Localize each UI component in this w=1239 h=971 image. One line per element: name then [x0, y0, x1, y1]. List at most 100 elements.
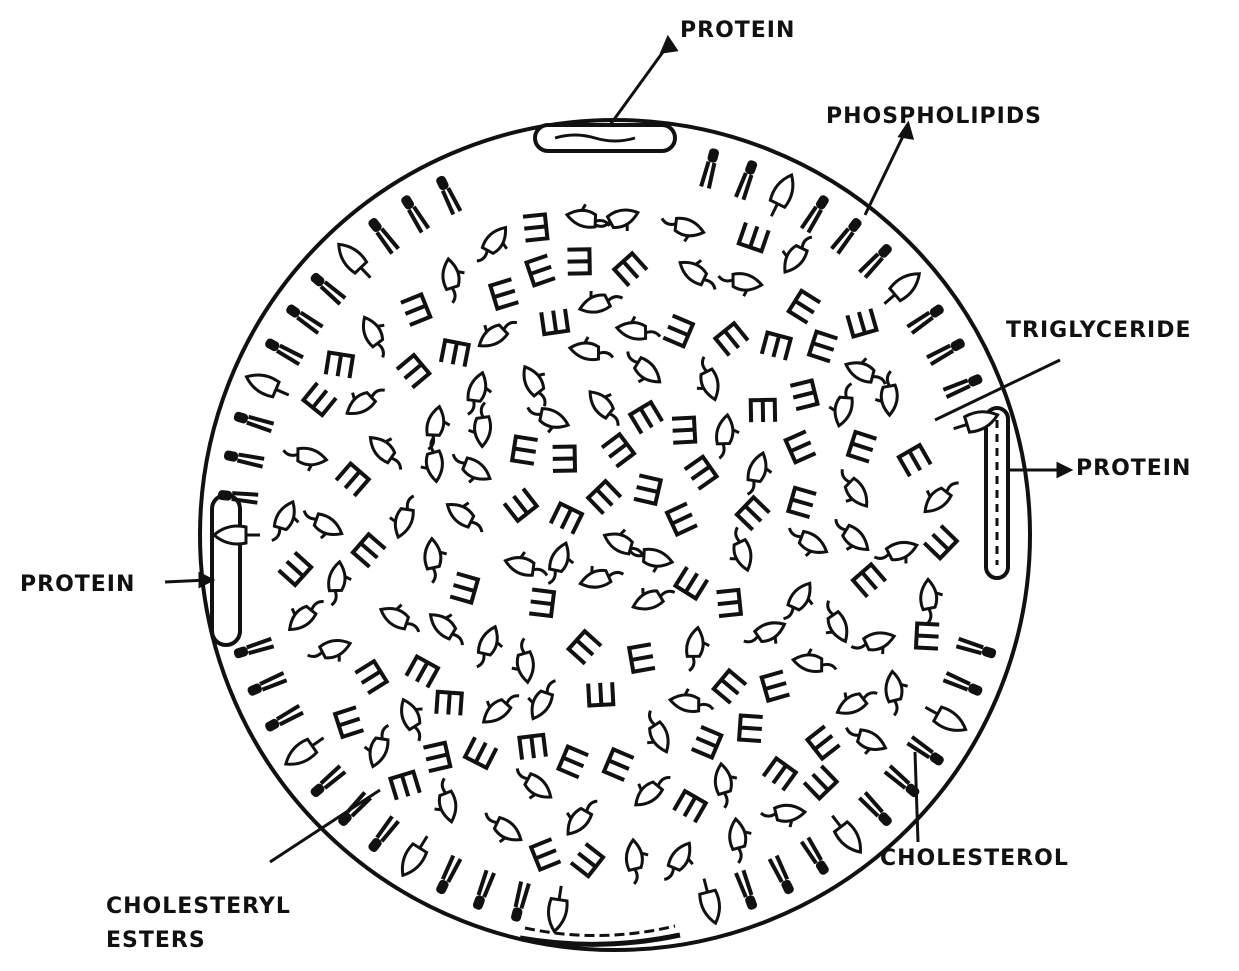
protein-band-top — [535, 125, 675, 151]
triglyceride — [604, 749, 632, 779]
triglyceride — [675, 569, 706, 599]
triglyceride — [399, 355, 430, 386]
lipid-core — [266, 201, 962, 888]
cholesteryl-ester — [281, 444, 328, 473]
phospholipid — [337, 792, 372, 828]
phospholipid — [309, 765, 346, 799]
cholesteryl-ester — [475, 683, 523, 728]
phospholipid — [400, 194, 430, 233]
cholesteryl-ester — [503, 547, 552, 581]
phospholipid — [921, 699, 970, 737]
triglyceride — [739, 224, 768, 251]
triglyceride — [525, 214, 547, 240]
triglyceride — [569, 249, 589, 273]
triglyceride — [926, 527, 957, 558]
phospholipid — [859, 792, 894, 828]
triglyceride — [765, 758, 796, 788]
phospholipid — [700, 147, 720, 188]
cholesteryl-ester — [814, 598, 853, 647]
cholesteryl-ester — [440, 257, 468, 304]
cholesteryl-ester — [443, 493, 492, 537]
cholesteryl-ester — [741, 617, 790, 656]
cholesteryl-ester — [689, 355, 723, 404]
cholesteryl-ester — [296, 505, 345, 546]
cholesteryl-ester — [584, 382, 630, 429]
triglyceride — [353, 534, 384, 565]
label-protein-left: PROTEIN — [20, 572, 135, 597]
triglyceride — [326, 353, 353, 377]
cholesteryl-ester — [385, 491, 420, 540]
phospholipid — [943, 672, 984, 697]
cholesteryl-ester — [266, 498, 305, 547]
triglyceride — [588, 684, 613, 705]
phospholipid — [332, 238, 377, 284]
triglyceride — [555, 447, 575, 471]
label-protein-right: PROTEIN — [1076, 456, 1191, 481]
cholesteryl-ester — [884, 670, 910, 716]
cholesteryl-ester — [396, 694, 433, 743]
cholesteryl-ester — [728, 818, 754, 864]
triglyceride — [505, 490, 536, 521]
cholesteryl-ester — [850, 628, 898, 661]
cholesteryl-ester — [601, 523, 650, 562]
phospholipid — [246, 672, 287, 697]
cholesteryl-ester — [716, 270, 763, 299]
phospholipid — [956, 638, 997, 660]
cholesteryl-ester — [774, 228, 817, 277]
phospholipid — [769, 855, 796, 895]
triglyceride — [552, 504, 582, 532]
cholesteryl-ester — [508, 638, 535, 684]
phospholipid — [223, 450, 264, 468]
pointer-cholesteryl — [270, 790, 380, 862]
phospholipid — [801, 837, 831, 876]
phospholipid — [281, 730, 329, 771]
cholesteryl-ester — [872, 538, 921, 573]
protein-band-right — [986, 408, 1008, 578]
cholesteryl-ester — [425, 604, 473, 649]
triglyceride — [531, 590, 554, 616]
cholesteryl-ester — [920, 579, 944, 624]
phospholipid — [309, 271, 346, 305]
cholesteryl-ester — [422, 405, 453, 453]
cholesteryl-ester — [659, 839, 701, 888]
phospholipid — [264, 337, 304, 365]
phospholipid — [825, 810, 867, 857]
cholesteryl-ester — [676, 251, 725, 294]
triglyceride — [407, 657, 438, 686]
triglyceride — [425, 743, 450, 771]
cholesteryl-ester — [477, 808, 526, 851]
triglyceride — [436, 692, 461, 714]
pointer-phospholipids — [865, 132, 905, 215]
triglyceride — [441, 340, 468, 364]
phospholipid — [395, 831, 435, 880]
cholesteryl-ester — [636, 708, 674, 757]
phospholipid — [367, 816, 399, 854]
cholesteryl-ester — [825, 380, 857, 428]
phospholipid — [735, 870, 758, 911]
phospholipid — [859, 242, 894, 278]
triglyceride — [737, 497, 768, 528]
cholesteryl-ester — [713, 762, 740, 808]
cholesteryl-ester — [761, 804, 806, 829]
triglyceride — [337, 464, 368, 495]
triglyceride — [559, 747, 587, 777]
triglyceride — [490, 280, 516, 309]
phospholipid — [545, 885, 570, 933]
cholesteryl-ester — [518, 360, 559, 409]
cholesteryl-ester — [357, 311, 397, 360]
triglyceride — [630, 402, 661, 432]
phospholipid — [763, 171, 799, 220]
triglyceride — [531, 840, 559, 870]
triglyceride — [667, 504, 695, 534]
cholesteryl-ester — [325, 561, 353, 608]
phospholipid — [233, 638, 274, 660]
triglyceride — [848, 432, 874, 461]
cholesteryl-ester — [628, 578, 677, 615]
triglyceride — [789, 291, 819, 322]
label-cholesterol: CHOLESTEROL — [880, 846, 1069, 871]
cholesteryl-ester — [471, 624, 508, 673]
triglyceride — [519, 735, 545, 758]
triglyceride — [792, 381, 817, 409]
triglyceride — [614, 253, 645, 284]
cholesteryl-ester — [792, 646, 839, 675]
